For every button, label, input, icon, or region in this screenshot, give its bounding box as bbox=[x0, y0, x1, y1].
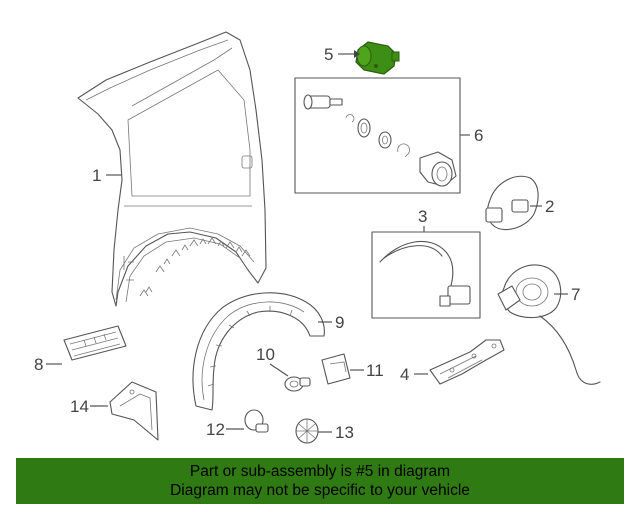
callout-14-label: 14 bbox=[70, 397, 89, 416]
part-support-bracket[interactable] bbox=[429, 339, 505, 385]
callout-5-arrow bbox=[354, 50, 360, 58]
callout-6-label: 6 bbox=[474, 126, 483, 145]
banner-line-1: Part or sub-assembly is #5 in diagram bbox=[189, 463, 451, 480]
part-lock-kit-box[interactable] bbox=[294, 77, 461, 194]
part-fuel-door[interactable] bbox=[485, 175, 539, 231]
part-fuel-filler-housing[interactable] bbox=[497, 264, 601, 385]
callout-5-label: 5 bbox=[324, 45, 333, 64]
callout-8-label: 8 bbox=[34, 355, 43, 374]
callout-2-label: 2 bbox=[545, 197, 554, 216]
part-bracket-plate[interactable] bbox=[321, 353, 351, 385]
part-reflector[interactable] bbox=[63, 325, 127, 361]
callout-1-label: 1 bbox=[92, 166, 101, 185]
part-push-clip[interactable] bbox=[284, 376, 311, 392]
part-release-cable-box[interactable] bbox=[371, 231, 481, 319]
callout-10-leader bbox=[269, 363, 289, 377]
part-grommet[interactable] bbox=[295, 418, 319, 444]
diagram-canvas: 1 5 6 2 3 bbox=[34, 31, 601, 444]
part-clip[interactable] bbox=[244, 409, 269, 433]
callout-7-label: 7 bbox=[571, 285, 580, 304]
callout-10-label: 10 bbox=[256, 345, 275, 364]
part-wheelhouse-liner[interactable] bbox=[192, 292, 325, 411]
part-lock-cylinder-highlighted[interactable] bbox=[355, 41, 400, 75]
part-quarter-panel[interactable] bbox=[77, 31, 267, 307]
panel-clip-marks bbox=[123, 237, 251, 297]
info-banner: Part or sub-assembly is #5 in diagram Di… bbox=[16, 458, 624, 504]
banner-line-2: Diagram may not be specific to your vehi… bbox=[170, 482, 470, 499]
callout-9-label: 9 bbox=[335, 313, 344, 332]
part-mud-flap-bracket[interactable] bbox=[109, 381, 159, 441]
callout-13-label: 13 bbox=[335, 423, 354, 442]
callout-11-label: 11 bbox=[366, 361, 384, 380]
callout-3-label: 3 bbox=[418, 207, 427, 226]
callout-4-label: 4 bbox=[400, 365, 409, 384]
callout-12-label: 12 bbox=[206, 420, 225, 439]
